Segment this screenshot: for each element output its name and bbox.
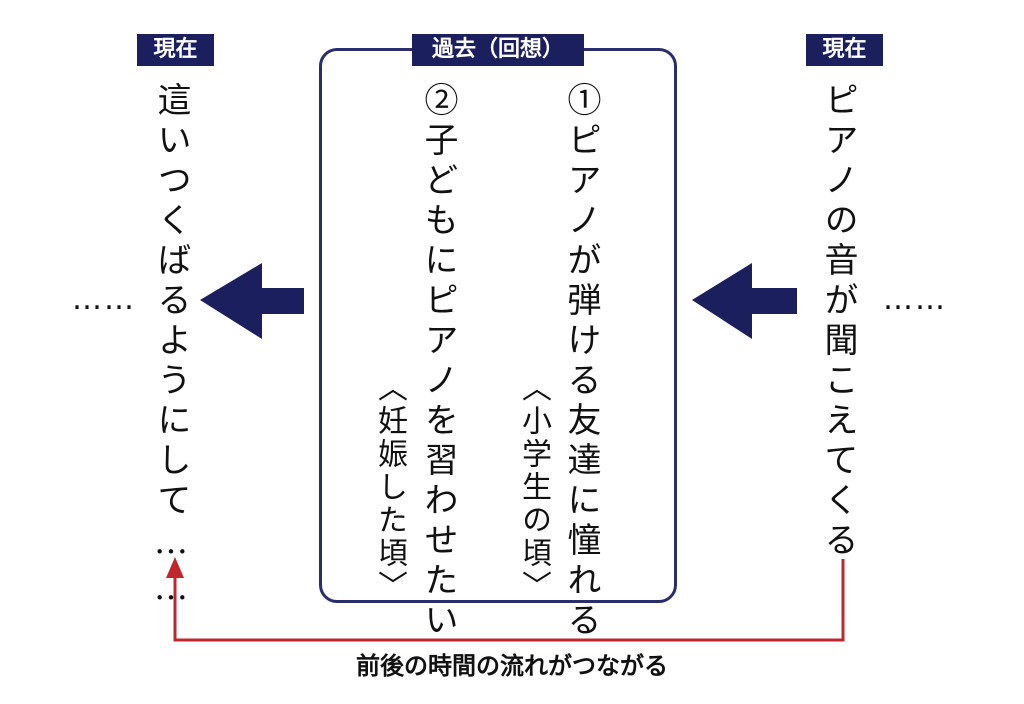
- red-arrowhead-icon: [166, 557, 184, 578]
- present-text-right: ピアノの音が聞こえてくる: [818, 82, 858, 562]
- past-item-2-note: 〈妊娠した頃〉: [372, 372, 407, 603]
- ellipsis-right: ……: [883, 282, 947, 317]
- past-item-1-note: 〈小学生の頃〉: [516, 372, 551, 603]
- past-item-2: ②子どもにピアノを習わせたい: [418, 82, 458, 642]
- time-flow-connector: [173, 559, 845, 642]
- ellipsis-left: ……: [72, 282, 136, 317]
- present-label-right: 現在: [806, 34, 883, 66]
- present-label-left: 現在: [137, 34, 214, 66]
- past-label: 過去（回想）: [412, 34, 584, 66]
- right-arrow-icon: [692, 263, 797, 339]
- caption: 前後の時間の流れがつながる: [356, 652, 668, 680]
- left-arrow-icon: [200, 263, 304, 339]
- present-text-left: 這いつくばるようにして……: [151, 82, 191, 614]
- past-item-1: ①ピアノが弾ける友達に憧れる: [561, 82, 601, 642]
